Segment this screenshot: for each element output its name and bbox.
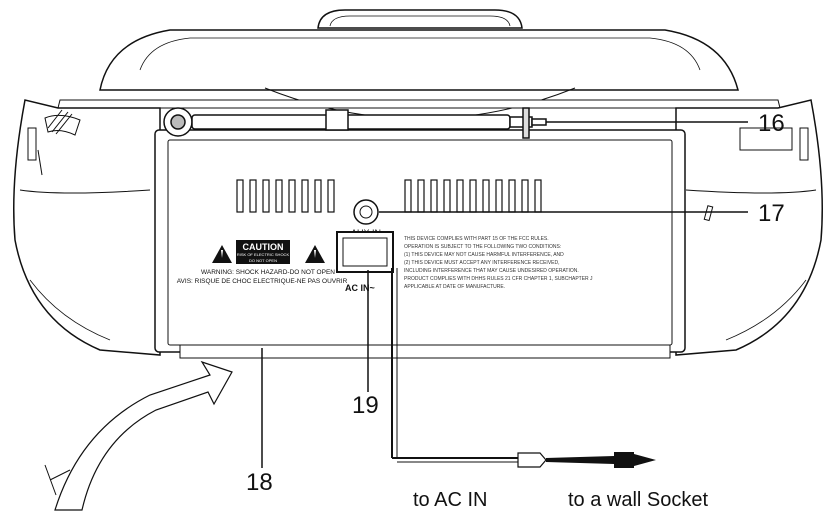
caution-sub1: RISK OF ELECTRIC SHOCK bbox=[237, 252, 290, 257]
svg-text:APPLICABLE AT DATE OF MANUFACT: APPLICABLE AT DATE OF MANUFACTURE. bbox=[404, 284, 505, 290]
ac-in-label: AC IN~ bbox=[345, 283, 375, 293]
power-cord bbox=[391, 268, 520, 463]
svg-text:(1) THIS DEVICE MAY NOT CAUSE: (1) THIS DEVICE MAY NOT CAUSE HARMFUL IN… bbox=[404, 252, 564, 258]
warning-fr: AVIS: RISQUE DE CHOC ELECTRIQUE-NE PAS O… bbox=[177, 278, 348, 285]
svg-text:OPERATION IS SUBJECT TO THE FO: OPERATION IS SUBJECT TO THE FOLLOWING TW… bbox=[404, 244, 561, 250]
callout-17: 17 bbox=[758, 200, 785, 227]
insert-arrow-icon bbox=[44, 360, 233, 511]
svg-text:THIS DEVICE COMPLIES WITH PART: THIS DEVICE COMPLIES WITH PART 15 OF THE… bbox=[404, 236, 549, 242]
device-body bbox=[13, 29, 823, 359]
left-grille bbox=[37, 109, 73, 176]
caption-to-wall-socket: to a wall Socket bbox=[568, 489, 709, 511]
ac-in-socket bbox=[336, 231, 394, 273]
caution-label: CAUTION RISK OF ELECTRIC SHOCK DO NOT OP… bbox=[177, 240, 348, 285]
arrow-right-icon bbox=[634, 454, 656, 466]
carry-handle bbox=[317, 9, 523, 29]
caution-sub2: DO NOT OPEN bbox=[249, 258, 277, 263]
vent-slots-left bbox=[236, 179, 335, 213]
callout-19: 19 bbox=[352, 392, 379, 419]
svg-text:INCLUDING INTERFERENCE THAT MA: INCLUDING INTERFERENCE THAT MAY CAUSE UN… bbox=[404, 268, 579, 274]
callout-18: 18 bbox=[246, 469, 273, 496]
fcc-statement: THIS DEVICE COMPLIES WITH PART 15 OF THE… bbox=[404, 236, 593, 290]
warning-en: WARNING: SHOCK HAZARD-DO NOT OPEN bbox=[201, 269, 335, 276]
callout-16: 16 bbox=[758, 110, 785, 137]
svg-text:PRODUCT COMPLIES WITH DHHS RUL: PRODUCT COMPLIES WITH DHHS RULES 21 CFR … bbox=[404, 276, 593, 282]
antenna bbox=[163, 107, 547, 139]
leader-lines bbox=[261, 121, 748, 468]
cord-plug bbox=[517, 452, 656, 468]
aux-in-jack bbox=[353, 199, 379, 225]
svg-text:(2) THIS DEVICE MUST ACCEPT AN: (2) THIS DEVICE MUST ACCEPT ANY INTERFER… bbox=[404, 260, 560, 266]
caution-title: CAUTION bbox=[243, 242, 284, 252]
caption-to-ac-in: to AC IN bbox=[413, 489, 487, 511]
